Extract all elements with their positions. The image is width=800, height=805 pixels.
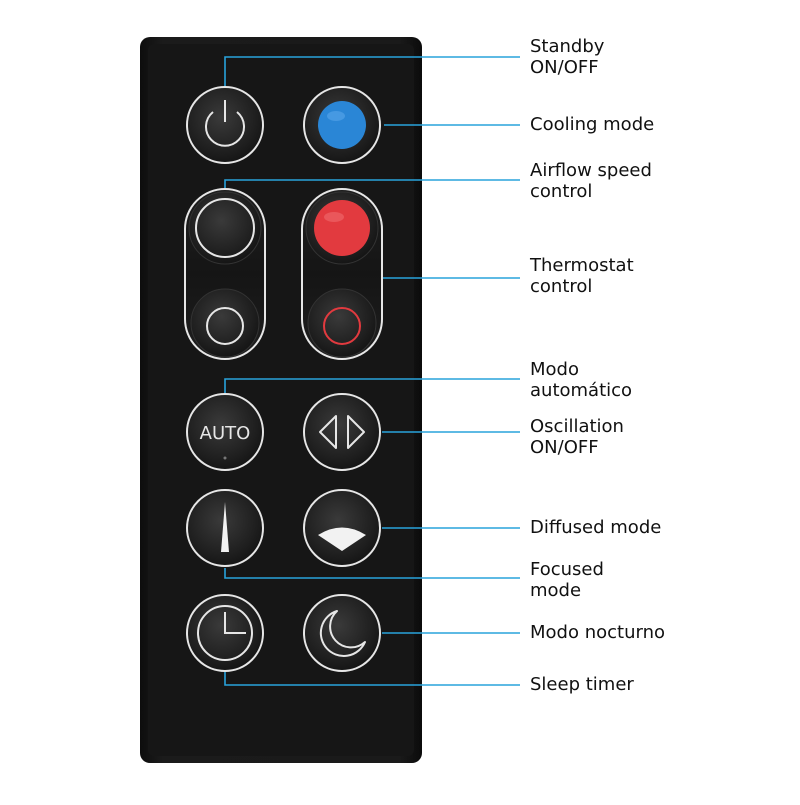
callout-auto — [224, 378, 520, 394]
auto-indicator-dot — [223, 456, 227, 460]
thermostat-control — [301, 188, 383, 360]
speed-down-icon — [206, 307, 244, 345]
label-airflow-line2: control — [530, 181, 593, 202]
label-cooling-line1: Cooling mode — [530, 114, 655, 135]
callout-focused — [224, 568, 520, 579]
label-thermostat: Thermostat control — [530, 255, 634, 297]
label-sleep-line1: Sleep timer — [530, 674, 634, 695]
label-night-line1: Modo nocturno — [530, 622, 665, 643]
label-auto-mode-line2: automático — [530, 380, 633, 401]
label-cooling: Cooling mode — [530, 114, 654, 135]
callout-lines — [224, 56, 520, 686]
label-diffused-line1: Diffused mode — [530, 517, 662, 538]
standby-button[interactable] — [186, 86, 264, 164]
callout-airflow — [224, 179, 520, 188]
speed-down-button[interactable] — [190, 288, 260, 358]
label-night: Modo nocturno — [530, 622, 665, 643]
clock-icon — [197, 605, 253, 661]
label-sleep: Sleep timer — [530, 674, 634, 695]
cooling-mode-button[interactable] — [303, 86, 381, 164]
temp-up-icon — [314, 200, 370, 256]
temp-down-button[interactable] — [307, 288, 377, 358]
focused-beam-icon — [221, 502, 229, 552]
oscillation-button[interactable] — [303, 393, 381, 471]
oscillation-arrows-icon — [319, 415, 365, 449]
speed-up-icon — [195, 198, 255, 258]
label-thermostat-line1: Thermostat — [530, 255, 634, 276]
speed-up-button[interactable] — [188, 191, 262, 265]
diffused-fan-icon — [318, 527, 366, 551]
night-mode-button[interactable] — [303, 594, 381, 672]
diffused-mode-button[interactable] — [303, 489, 381, 567]
cooling-dot-highlight — [327, 111, 345, 121]
sleep-timer-button[interactable] — [186, 594, 264, 672]
label-thermostat-line2: control — [530, 276, 593, 297]
callout-sleep — [224, 670, 520, 686]
label-oscillation-line2: ON/OFF — [530, 437, 599, 458]
label-focused-line1: Focused — [530, 559, 604, 580]
label-airflow: Airflow speed control — [530, 160, 652, 202]
label-oscillation: Oscillation ON/OFF — [530, 416, 624, 458]
label-standby-line1: Standby — [530, 36, 605, 57]
label-oscillation-line1: Oscillation — [530, 416, 624, 437]
auto-mode-button[interactable]: AUTO — [186, 393, 264, 471]
moon-icon — [319, 610, 366, 657]
cooling-dot-icon — [318, 101, 366, 149]
label-diffused: Diffused mode — [530, 517, 661, 538]
temp-up-button[interactable] — [305, 191, 379, 265]
power-icon — [205, 100, 245, 147]
temp-down-icon — [323, 307, 361, 345]
temp-up-highlight — [324, 212, 344, 222]
label-airflow-line1: Airflow speed — [530, 160, 652, 181]
focused-mode-button[interactable] — [186, 489, 264, 567]
label-standby-line2: ON/OFF — [530, 57, 599, 78]
auto-text-icon: AUTO — [200, 423, 251, 444]
airflow-speed-control — [184, 188, 266, 360]
label-auto-mode-line1: Modo — [530, 359, 579, 380]
label-focused: Focused mode — [530, 559, 604, 601]
label-focused-line2: mode — [530, 580, 582, 601]
label-auto-mode: Modo automático — [530, 359, 632, 401]
label-standby: Standby ON/OFF — [530, 36, 604, 78]
